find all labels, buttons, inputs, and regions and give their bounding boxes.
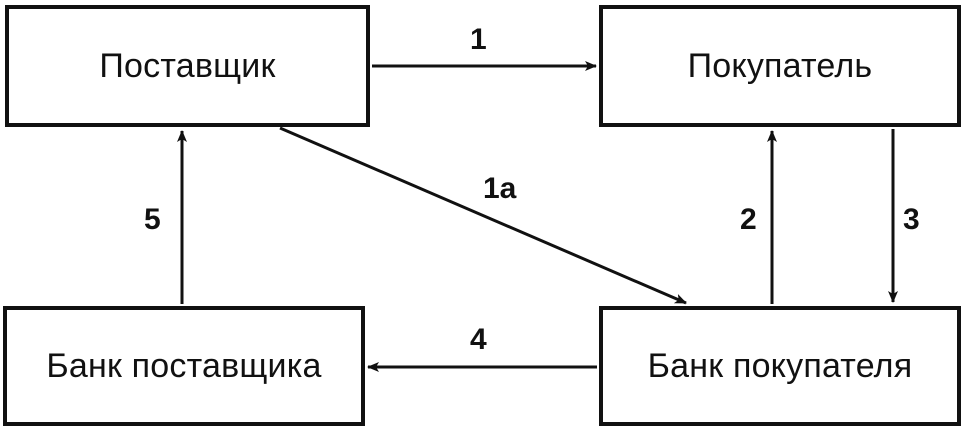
step-label-3: 3 [903,203,920,236]
step-label-1: 1 [470,23,487,56]
step-label-1a: 1а [483,172,517,205]
node-buyer: Покупатель [599,5,961,127]
step-label-4: 4 [470,323,487,356]
node-buyer-bank: Банк покупателя [599,306,961,426]
node-supplier: Поставщик [5,5,370,127]
arrow-1a [279,126,687,305]
node-buyer-bank-label: Банк покупателя [647,346,913,385]
step-label-2: 2 [740,203,757,236]
node-supplier-bank: Банк поставщика [3,306,365,426]
node-supplier-label: Поставщик [99,46,276,85]
node-supplier-bank-label: Банк поставщика [46,346,322,385]
node-buyer-label: Покупатель [687,46,873,85]
step-label-5: 5 [144,203,161,236]
